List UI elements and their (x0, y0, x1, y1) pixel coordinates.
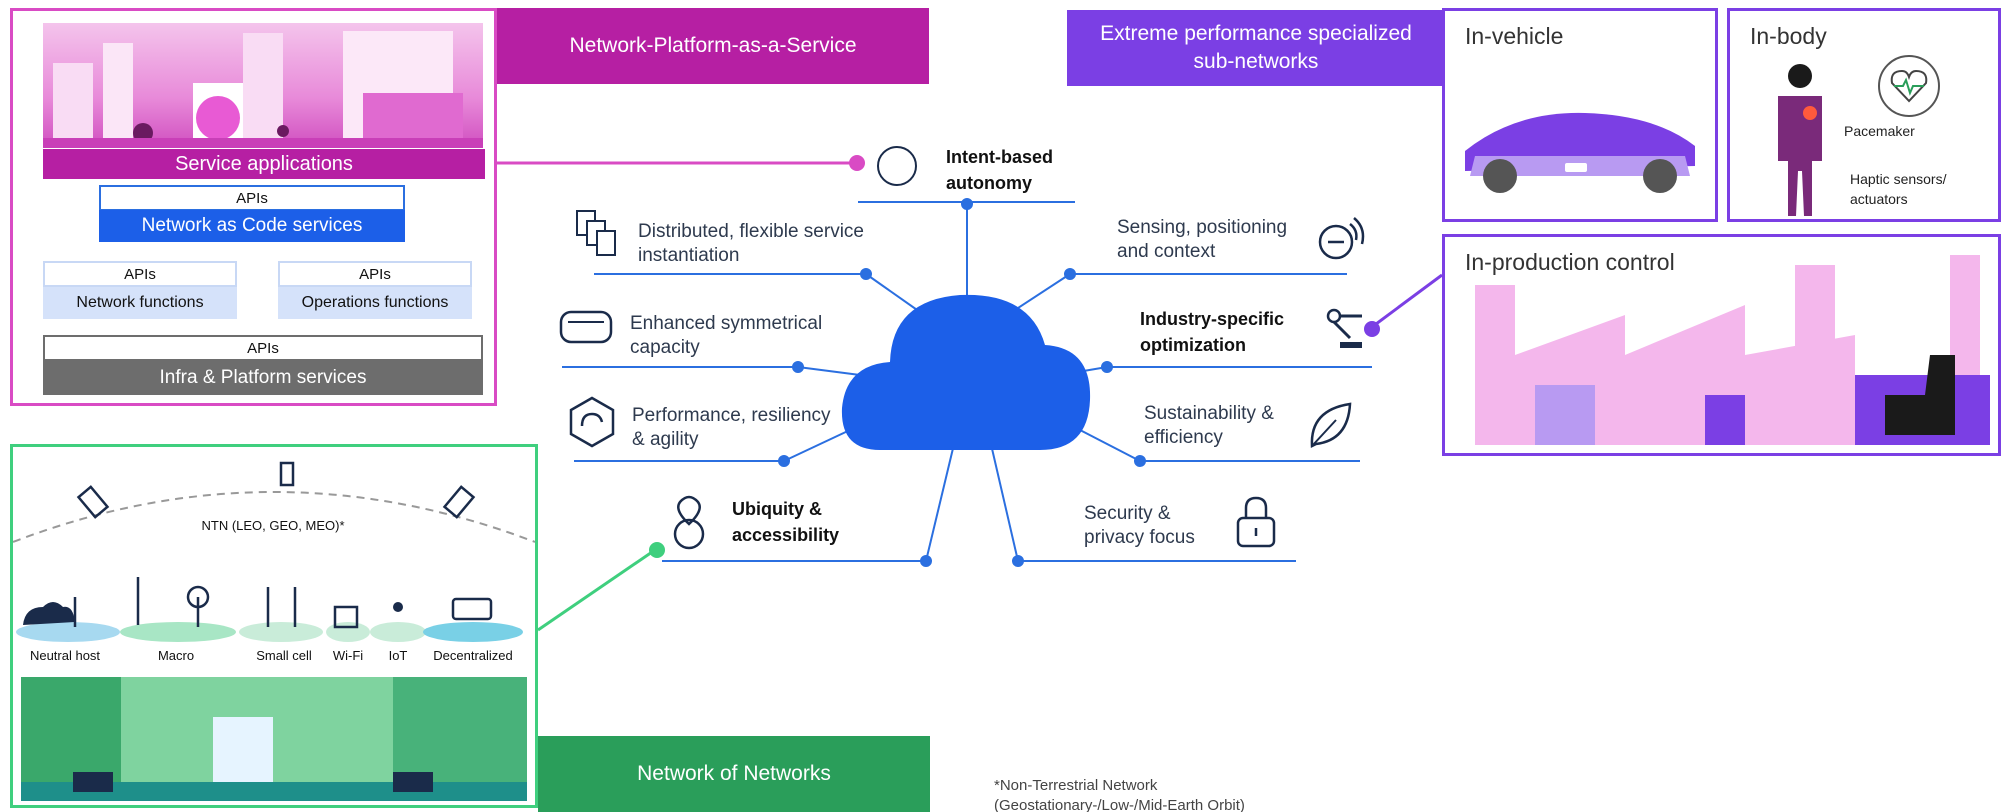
network-panel: NTN (LEO, GEO, MEO)* Neutral host Macro … (10, 444, 538, 808)
network-as-code-bar: Network as Code services (99, 210, 405, 242)
small-cell-label: Small cell (256, 648, 312, 663)
car-icon (1465, 112, 1695, 193)
network-of-networks-banner: Network of Networks (538, 736, 930, 812)
security-label: Security & privacy focus (1084, 503, 1195, 548)
in-body-title: In-body (1750, 23, 1827, 49)
gear-cycle-icon (877, 146, 917, 186)
antenna-icon (16, 577, 523, 642)
apis-label: APIs (99, 185, 405, 211)
apis-label: APIs (278, 261, 472, 287)
neutral-host-label: Neutral host (29, 648, 101, 663)
iot-label: IoT (388, 648, 408, 663)
network-functions-box: Network functions (43, 287, 237, 319)
network-platform-banner: Network-Platform-as-a-Service (497, 8, 929, 84)
ubiquity-label: Ubiquity & accessibility (732, 499, 840, 545)
resiliency-icon (569, 396, 615, 448)
leaf-icon (1310, 402, 1352, 448)
in-vehicle-title: In-vehicle (1465, 23, 1564, 49)
person-icon (1778, 64, 1822, 216)
sensing-label: Sensing, positioning and context (1117, 217, 1288, 262)
lock-icon (1236, 496, 1276, 548)
sensing-icon (1318, 217, 1365, 260)
macro-label: Macro (157, 648, 195, 663)
in-body-panel: In-body Pacemaker Haptic sensors/ actuat… (1727, 8, 2001, 222)
apis-label: APIs (43, 335, 483, 361)
sustainability-label: Sustainability & efficiency (1144, 403, 1274, 448)
subnetworks-banner: Extreme performance specialized sub-netw… (1067, 10, 1445, 86)
robot-arm-icon (1326, 308, 1362, 348)
pacemaker-label: Pacemaker (1844, 123, 1915, 139)
performance-label: Performance, resiliency & agility (632, 405, 831, 450)
vr-headset-icon (559, 310, 613, 344)
in-production-title: In-production control (1465, 249, 1675, 275)
network-illustration (13, 461, 535, 801)
cloud-icon (841, 294, 1091, 450)
in-production-panel: In-production control (1442, 234, 2001, 456)
haptic-label: Haptic sensors/ actuators (1850, 171, 1947, 207)
symmetrical-capacity-label: Enhanced symmetrical capacity (630, 313, 823, 358)
city-illustration (43, 23, 483, 148)
industry-optimization-label: Industry-specific optimization (1140, 309, 1285, 355)
distributed-label: Distributed, flexible service instantiat… (638, 221, 864, 266)
factory-icon (1475, 255, 1990, 445)
infra-platform-bar: Infra & Platform services (43, 361, 483, 395)
operations-functions-box: Operations functions (278, 287, 472, 319)
decentralized-label: Decentralized (433, 648, 513, 663)
platform-panel: Service applications APIs Network as Cod… (10, 8, 497, 406)
footnote: *Non-Terrestrial Network (Geostationary-… (994, 777, 1245, 812)
heart-icon (1878, 55, 1940, 117)
satellite-icon (76, 461, 476, 519)
intent-based-autonomy-label: Intent-based autonomy (946, 147, 1054, 193)
in-vehicle-panel: In-vehicle (1442, 8, 1718, 222)
location-globe-icon (673, 495, 705, 550)
ntn-label: NTN (LEO, GEO, MEO)* (201, 518, 345, 533)
service-applications-bar: Service applications (43, 149, 485, 179)
apis-label: APIs (43, 261, 237, 287)
layers-icon (576, 210, 620, 256)
wifi-label: Wi-Fi (332, 648, 364, 663)
